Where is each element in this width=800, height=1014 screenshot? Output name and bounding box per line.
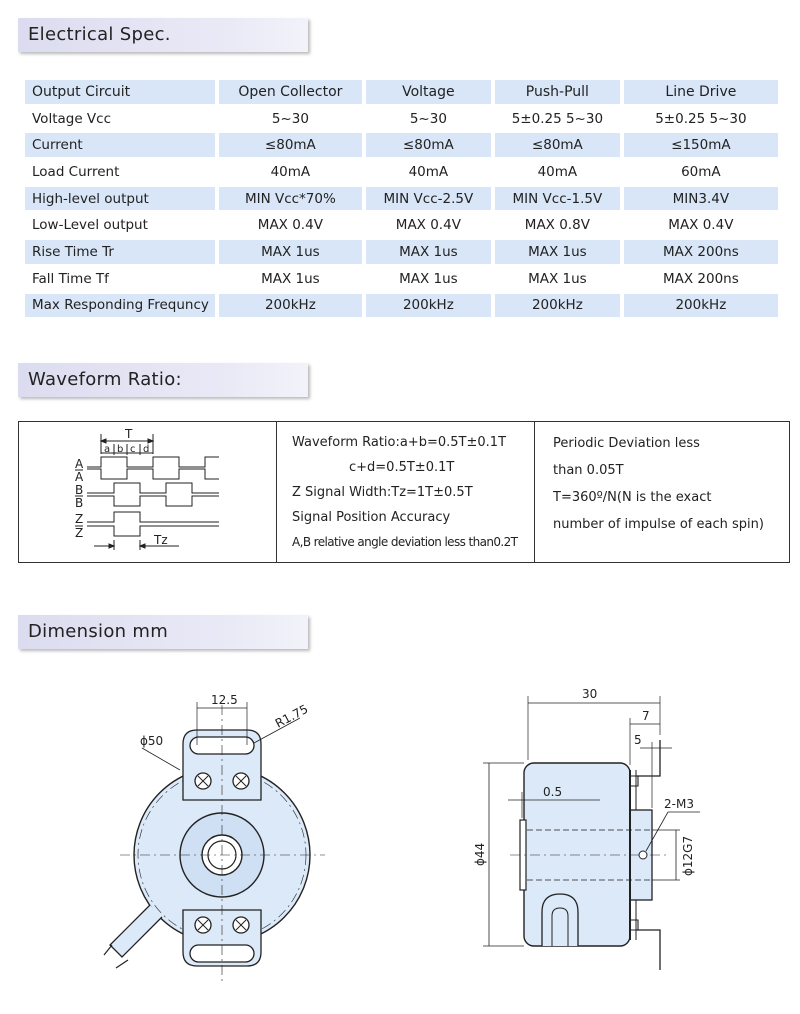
spec-cell: 40mA bbox=[494, 160, 620, 184]
spec-cell: 5±0.25 5~30 bbox=[623, 106, 778, 131]
signal-label-z: Z bbox=[75, 512, 83, 526]
spec-cell: ≤80mA bbox=[494, 133, 620, 158]
step-label: 5 bbox=[634, 733, 642, 747]
spec-cell: 5±0.25 5~30 bbox=[494, 106, 620, 131]
spec-row-label: Load Current bbox=[25, 160, 215, 184]
spec-cell: MAX 200ns bbox=[623, 240, 778, 264]
spec-cell: 200kHz bbox=[365, 293, 491, 318]
tz-label: Tz bbox=[153, 533, 168, 547]
waveform-timing-diagram: T a b c d A A B B Z Z Tz bbox=[75, 427, 219, 550]
spec-cell: ≤80mA bbox=[218, 133, 362, 158]
impulse-note: number of impulse of each spin) bbox=[553, 517, 764, 532]
spec-cell: 5~30 bbox=[365, 106, 491, 131]
signal-label-a: A bbox=[75, 457, 84, 471]
spec-row: Current≤80mA≤80mA≤80mA≤150mA bbox=[25, 133, 778, 158]
spec-header-cell: Open Collector bbox=[218, 80, 362, 104]
spec-cell: MAX 1us bbox=[494, 266, 620, 291]
spec-row-label: Max Responding Frequncy bbox=[25, 293, 215, 318]
electrical-spec-title: Electrical Spec. bbox=[28, 24, 171, 45]
spec-cell: MIN Vcc-2.5V bbox=[365, 186, 491, 211]
z-signal-width: Z Signal Width:Tz=1T±0.5T bbox=[292, 485, 473, 500]
dimension-title: Dimension mm bbox=[28, 621, 169, 642]
dimension-heading: Dimension mm bbox=[18, 615, 308, 649]
spec-cell: MAX 0.8V bbox=[494, 213, 620, 238]
spec-header-cell: Push-Pull bbox=[494, 80, 620, 104]
spec-header-cell: Line Drive bbox=[623, 80, 778, 104]
spec-cell: 200kHz bbox=[218, 293, 362, 318]
phase-label-a: a bbox=[104, 444, 110, 455]
signal-position-accuracy: Signal Position Accuracy bbox=[292, 510, 451, 525]
spec-row-label: Fall Time Tf bbox=[25, 266, 215, 291]
spec-cell: ≤150mA bbox=[623, 133, 778, 158]
spec-cell: MAX 0.4V bbox=[623, 213, 778, 238]
screw-label: 2-M3 bbox=[664, 797, 694, 811]
gap-label: 0.5 bbox=[543, 785, 562, 799]
waveform-ratio-ab: Waveform Ratio:a+b=0.5T±0.1T bbox=[292, 435, 507, 450]
spec-cell: ≤80mA bbox=[365, 133, 491, 158]
phase-label-b: b bbox=[117, 444, 123, 455]
spec-cell: MAX 1us bbox=[494, 240, 620, 264]
spec-cell: 5~30 bbox=[218, 106, 362, 131]
waveform-ratio-heading: Waveform Ratio: bbox=[18, 363, 308, 397]
spec-cell: MAX 1us bbox=[365, 240, 491, 264]
spec-row-label: High-level output bbox=[25, 186, 215, 211]
waveform-ratio-title: Waveform Ratio: bbox=[28, 369, 182, 390]
spec-cell: 200kHz bbox=[623, 293, 778, 318]
spec-cell: 40mA bbox=[218, 160, 362, 184]
shaft-diameter-label: ϕ12G7 bbox=[681, 836, 695, 876]
phase-label-c: c bbox=[130, 444, 136, 455]
waveform-ratio-cd: c+d=0.5T±0.1T bbox=[349, 460, 455, 475]
spec-cell: MIN3.4V bbox=[623, 186, 778, 211]
spec-cell: MAX 1us bbox=[365, 266, 491, 291]
periodic-deviation-line2: than 0.05T bbox=[553, 463, 624, 478]
signal-label-z-bar: Z bbox=[75, 526, 83, 540]
spec-row-label: Low-Level output bbox=[25, 213, 215, 238]
signal-label-a-bar: A bbox=[75, 470, 84, 484]
spec-cell: MAX 0.4V bbox=[218, 213, 362, 238]
side-view-drawing bbox=[483, 696, 700, 970]
period-formula: T=360º/N(N is the exact bbox=[553, 490, 712, 505]
spec-cell: 60mA bbox=[623, 160, 778, 184]
spec-header-cell: Output Circuit bbox=[25, 80, 215, 104]
spec-cell: MIN Vcc*70% bbox=[218, 186, 362, 211]
spec-cell: MAX 1us bbox=[218, 266, 362, 291]
waveform-divider bbox=[276, 422, 277, 562]
electrical-spec-heading: Electrical Spec. bbox=[18, 18, 308, 52]
spec-row-label: Rise Time Tr bbox=[25, 240, 215, 264]
spec-cell: MAX 0.4V bbox=[365, 213, 491, 238]
periodic-deviation-line1: Periodic Deviation less bbox=[553, 436, 700, 451]
spec-row-label: Current bbox=[25, 133, 215, 158]
front-view-drawing bbox=[103, 702, 325, 985]
length-label: 30 bbox=[582, 687, 597, 701]
waveform-divider bbox=[534, 422, 535, 562]
slot-dimension-label: 12.5 bbox=[211, 693, 238, 707]
spec-row-label: Voltage Vcc bbox=[25, 106, 215, 131]
signal-label-b: B bbox=[75, 483, 83, 497]
waveform-box: T a b c d A A B B Z Z Tz Waveform Ratio:… bbox=[18, 421, 790, 563]
phase-label-d: d bbox=[143, 444, 149, 455]
spec-cell: MAX 200ns bbox=[623, 266, 778, 291]
outer-diameter-label: ϕ50 bbox=[140, 734, 163, 748]
radius-label: R1.75 bbox=[273, 702, 311, 731]
signal-label-b-bar: B bbox=[75, 496, 83, 510]
spec-cell: 40mA bbox=[365, 160, 491, 184]
spec-cell: MAX 1us bbox=[218, 240, 362, 264]
body-diameter-label: ϕ44 bbox=[473, 843, 487, 866]
spec-header-cell: Voltage bbox=[365, 80, 491, 104]
flange-label: 7 bbox=[642, 709, 650, 723]
ab-angle-deviation: A,B relative angle deviation less than0.… bbox=[292, 535, 518, 549]
period-label: T bbox=[124, 427, 133, 441]
spec-cell: 200kHz bbox=[494, 293, 620, 318]
spec-cell: MIN Vcc-1.5V bbox=[494, 186, 620, 211]
